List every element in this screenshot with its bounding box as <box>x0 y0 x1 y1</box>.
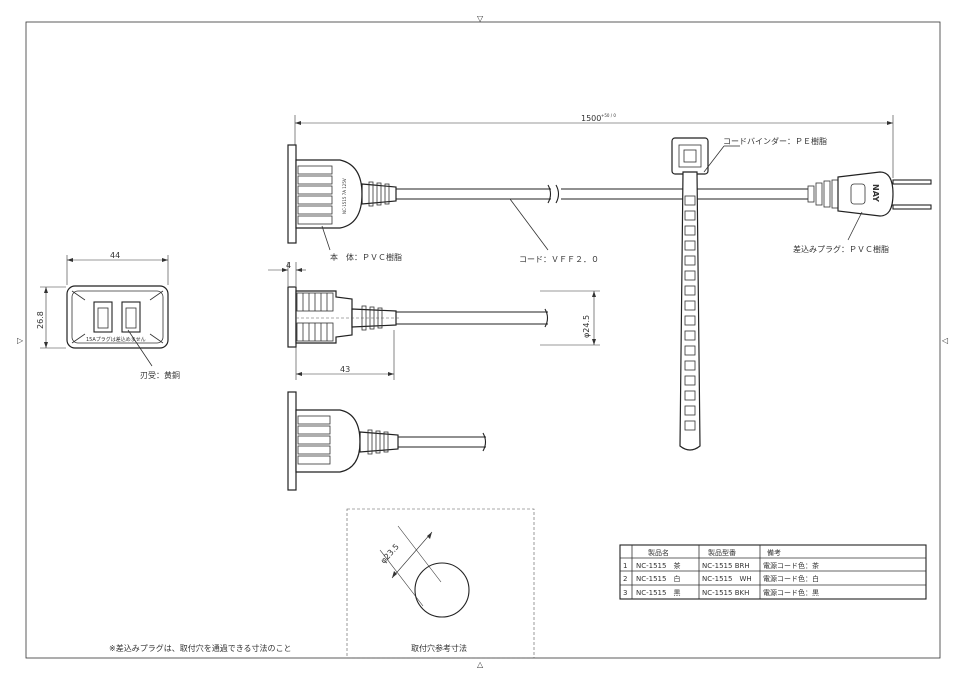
table-cell: NC-1515 WH <box>702 575 752 583</box>
flange-thickness-dimension: 4 <box>286 261 291 270</box>
hole-diameter-dimension: φ23.5 <box>379 542 401 565</box>
frame-mark-right: ◁ <box>941 336 948 345</box>
plug-brand: NAY <box>871 184 880 202</box>
frame-mark-bottom: △ <box>477 660 484 669</box>
body-marking: NC-1515 7A 125V <box>342 178 347 214</box>
side-flange <box>287 286 297 348</box>
hole-reference-box <box>346 508 535 659</box>
table-cell: 3 <box>623 589 627 597</box>
table-cell: 1 <box>623 562 627 570</box>
body-length-dimension: 43 <box>340 365 350 374</box>
mount-diameter-dimension: φ24.5 <box>582 315 591 338</box>
bottom-view <box>287 391 487 491</box>
strain-relief <box>361 183 397 205</box>
plug: NAY <box>807 171 932 217</box>
cord-label: コード：ＶＦＦ２．０ <box>519 255 599 264</box>
outlet-note: 15Aプラグは差込めません <box>86 336 146 343</box>
table-header-note: 備考 <box>767 548 781 557</box>
blade-material-label: 刃受：黄銅 <box>140 370 180 380</box>
total-length-tolerance: +50 / 0 <box>601 113 616 118</box>
outlet-slot-right <box>121 301 141 333</box>
mount-hole-reference: φ23.5 取付穴参考寸法 <box>346 508 535 659</box>
table-cell: NC-1515 白 <box>636 574 680 583</box>
table-cell: 電源コード色：白 <box>763 574 819 583</box>
top-view: 1500 +50 / 0 NC-1515 7A 125V <box>287 113 932 451</box>
table-cell: NC-1515 茶 <box>636 561 680 570</box>
side-view: 4 φ24.5 43 <box>268 261 600 380</box>
outlet-faceplate <box>66 285 169 349</box>
hole-caption: 取付穴参考寸法 <box>411 643 467 653</box>
product-table: 製品名 製品型番 備考 1 NC-1515 茶 NC-1515 BRH 電源コー… <box>619 544 927 600</box>
mounting-flange <box>287 144 297 244</box>
grip-ribs <box>297 165 333 225</box>
total-length-dimension: 1500 <box>581 114 601 123</box>
table-cell: NC-1515 BKH <box>702 589 749 597</box>
table-cell: 電源コード色：黒 <box>763 588 819 597</box>
footnote: ※差込みプラグは、取付穴を通過できる寸法のこと <box>109 643 292 653</box>
table-header-model: 製品型番 <box>708 548 736 557</box>
outlet-slot-left <box>93 301 113 333</box>
cord-binder-label: コードバインダー：ＰＥ樹脂 <box>723 136 827 146</box>
table-cell: 電源コード色：茶 <box>763 561 819 570</box>
body-material-label: 本 体：ＰＶＣ樹脂 <box>330 252 402 262</box>
plug-material-label: 差込みプラグ：ＰＶＣ樹脂 <box>793 244 889 254</box>
table-header-product-name: 製品名 <box>648 548 669 557</box>
cord-binder <box>671 137 709 451</box>
table-cell: NC-1515 BRH <box>702 562 750 570</box>
frame-mark-top: ▽ <box>477 14 484 23</box>
front-view: 44 26.8 15Aプラグは差込めません 刃受：黄銅 <box>36 251 180 380</box>
bottom-flange <box>287 391 297 491</box>
front-width-dimension: 44 <box>110 251 120 260</box>
plug-blade-top <box>892 179 932 185</box>
plug-blade-bottom <box>892 204 932 210</box>
table-cell: 2 <box>623 575 627 583</box>
front-height-dimension: 26.8 <box>36 311 45 329</box>
mount-hole <box>414 562 470 618</box>
frame-mark-left: ▷ <box>17 336 24 345</box>
table-cell: NC-1515 黒 <box>636 589 680 597</box>
